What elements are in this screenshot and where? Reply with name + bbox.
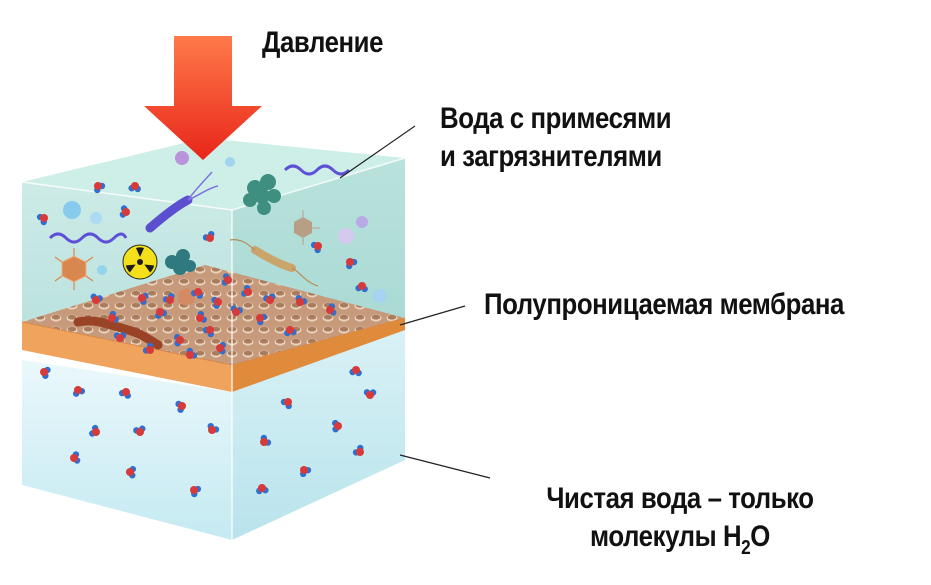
water-molecule-icon [349, 366, 362, 377]
label-clean-water-line1: Чистая вода – только [546, 482, 814, 515]
radiation-icon [122, 244, 158, 280]
water-molecule-icon [142, 342, 154, 354]
water-molecule-icon [126, 465, 137, 479]
dirty-water-top [22, 138, 405, 210]
water-molecule-icon [113, 332, 127, 342]
water-molecule-icon [241, 284, 252, 297]
label-dirty-water-line2: и загрязнителями [440, 140, 662, 173]
bacteria-icon [229, 239, 319, 287]
virus-icon [178, 288, 194, 306]
water-molecule-icon [196, 310, 207, 323]
pressure-arrow-icon [144, 36, 262, 160]
membrane-side-edge [232, 318, 405, 392]
water-molecule-icon [90, 293, 103, 304]
water-molecule-icon [202, 326, 214, 338]
water-molecule-icon [284, 326, 297, 337]
bacteria-icon [145, 171, 219, 233]
water-molecule-icon [260, 434, 272, 446]
water-molecule-icon [326, 303, 337, 316]
water-molecule-icon [118, 388, 131, 399]
water-molecule-icon [216, 341, 226, 355]
water-molecule-icon [346, 258, 358, 270]
water-molecule-icon [363, 389, 377, 399]
contaminants [48, 151, 387, 350]
water-molecule-icon [128, 182, 141, 193]
water-molecule-icon [186, 347, 198, 359]
label-dirty-water: Вода с примесями и загрязнителями [440, 100, 672, 176]
water-molecule-icon [89, 424, 100, 437]
leader-line-membrane [399, 305, 466, 326]
label-clean-prefix: молекулы Н [590, 520, 742, 553]
ion-icon [63, 151, 387, 303]
water-molecule-icon [108, 310, 119, 323]
water-container [21, 138, 406, 540]
label-membrane: Полупроницаемая мембрана [484, 288, 844, 321]
water-molecule-icon [72, 386, 86, 397]
virus-icon [294, 210, 320, 245]
water-molecule-icon [175, 400, 186, 413]
water-molecule-icon [40, 366, 51, 379]
water-molecule-icon [295, 295, 308, 306]
water-molecule-icon [355, 282, 368, 293]
water-molecule-icon [202, 230, 215, 242]
water-molecule-icon [221, 273, 232, 286]
water-molecule-icon [352, 444, 364, 456]
label-clean-subscript: 2 [741, 537, 751, 559]
water-molecule-icon [36, 213, 48, 226]
water-molecule-icon [94, 182, 106, 194]
clean-water-side [232, 325, 405, 540]
label-clean-water-line2: молекулы Н2О [499, 518, 860, 559]
water-molecule-icon [256, 313, 268, 326]
label-clean-water: Чистая вода – только молекулы Н2О [499, 480, 860, 559]
virus-icon [54, 248, 94, 290]
water-molecule-icon [162, 293, 175, 304]
water-molecule-icon [332, 419, 342, 433]
ion-icon [243, 174, 281, 215]
water-molecule-icon [299, 466, 312, 478]
bacteria-icon [73, 316, 163, 350]
water-molecule-icon [155, 308, 168, 319]
leader-line-clean [399, 454, 491, 479]
membrane-front-edge [22, 322, 232, 392]
label-pressure: Давление [262, 26, 384, 59]
leader-lines [339, 125, 491, 479]
water-molecule-icon [138, 292, 149, 305]
water-molecule-icon [207, 422, 220, 434]
water-molecule-icon [211, 296, 222, 309]
water-molecule-icon [230, 305, 243, 316]
ion-icon [165, 249, 196, 275]
water-molecule-icon [70, 451, 81, 464]
water-molecule-icon [263, 293, 276, 304]
leader-line-dirty [339, 125, 416, 179]
water-molecule-icon [133, 425, 146, 436]
water-molecule-icon [190, 288, 204, 299]
water-molecules [36, 182, 377, 498]
water-molecule-icon [119, 205, 130, 218]
label-dirty-water-line1: Вода с примесями [440, 102, 672, 135]
water-molecule-icon [310, 241, 322, 254]
label-clean-suffix: О [750, 520, 770, 553]
water-molecule-icon [280, 398, 292, 410]
water-molecule-icon [190, 485, 202, 498]
clean-water-front [22, 360, 232, 540]
water-molecule-icon [256, 484, 269, 495]
virus-strand-icon [48, 232, 128, 244]
water-molecule-icon [174, 333, 184, 347]
virus-strand-icon [283, 164, 351, 176]
